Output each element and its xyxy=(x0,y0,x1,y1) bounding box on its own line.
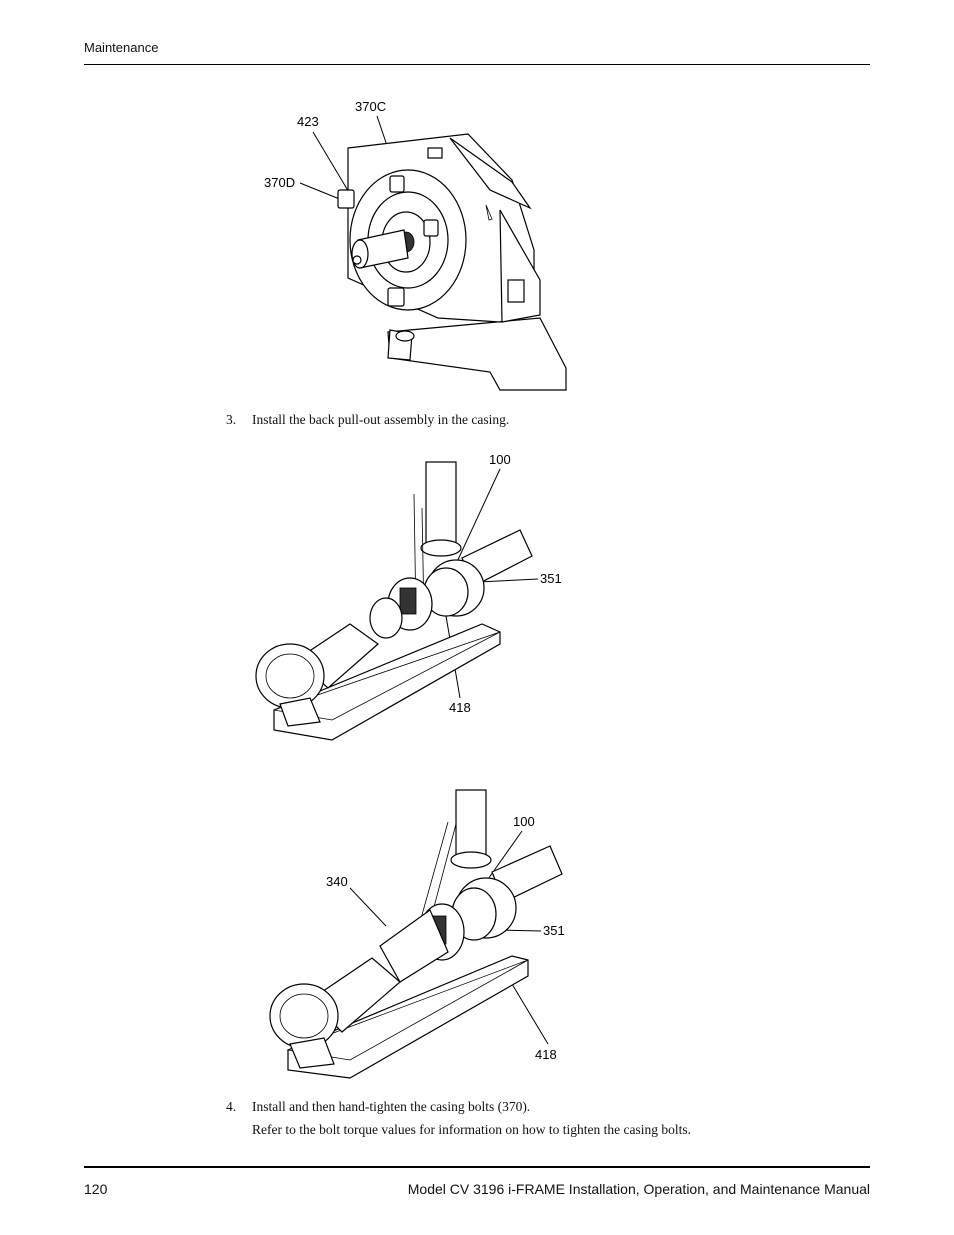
callout-418: 418 xyxy=(535,1047,557,1062)
step-3-number: 3. xyxy=(226,412,237,427)
callout-418: 418 xyxy=(449,700,471,715)
callout-370d: 370D xyxy=(264,175,295,190)
step-4-text: Install and then hand-tighten the casing… xyxy=(252,1099,531,1114)
step-4-note: Refer to the bolt torque values for info… xyxy=(252,1122,692,1137)
page-number: 120 xyxy=(84,1181,108,1197)
step-4: 4. Install and then hand-tighten the casi… xyxy=(226,1099,530,1115)
figure-assembled-pump: 100 340 351 418 xyxy=(269,789,565,1079)
callout-351: 351 xyxy=(540,571,562,586)
step-3: 3. Install the back pull-out assembly in … xyxy=(226,412,509,428)
callout-351: 351 xyxy=(543,923,565,938)
header-divider xyxy=(84,64,870,65)
figure-pullout-assembly: 100 351 418 xyxy=(255,452,562,741)
manual-title: Model CV 3196 i-FRAME Installation, Oper… xyxy=(407,1181,870,1197)
footer-divider xyxy=(84,1166,870,1168)
callout-370c: 370C xyxy=(355,99,386,114)
running-header: Maintenance xyxy=(84,40,159,55)
figure-bearing-frame: 370C 423 370D xyxy=(264,99,567,391)
callout-423: 423 xyxy=(297,114,319,129)
step-4-number: 4. xyxy=(226,1099,237,1114)
step-3-text: Install the back pull-out assembly in th… xyxy=(252,412,510,427)
callout-100: 100 xyxy=(489,452,511,467)
callout-340: 340 xyxy=(326,874,348,889)
callout-100: 100 xyxy=(513,814,535,829)
